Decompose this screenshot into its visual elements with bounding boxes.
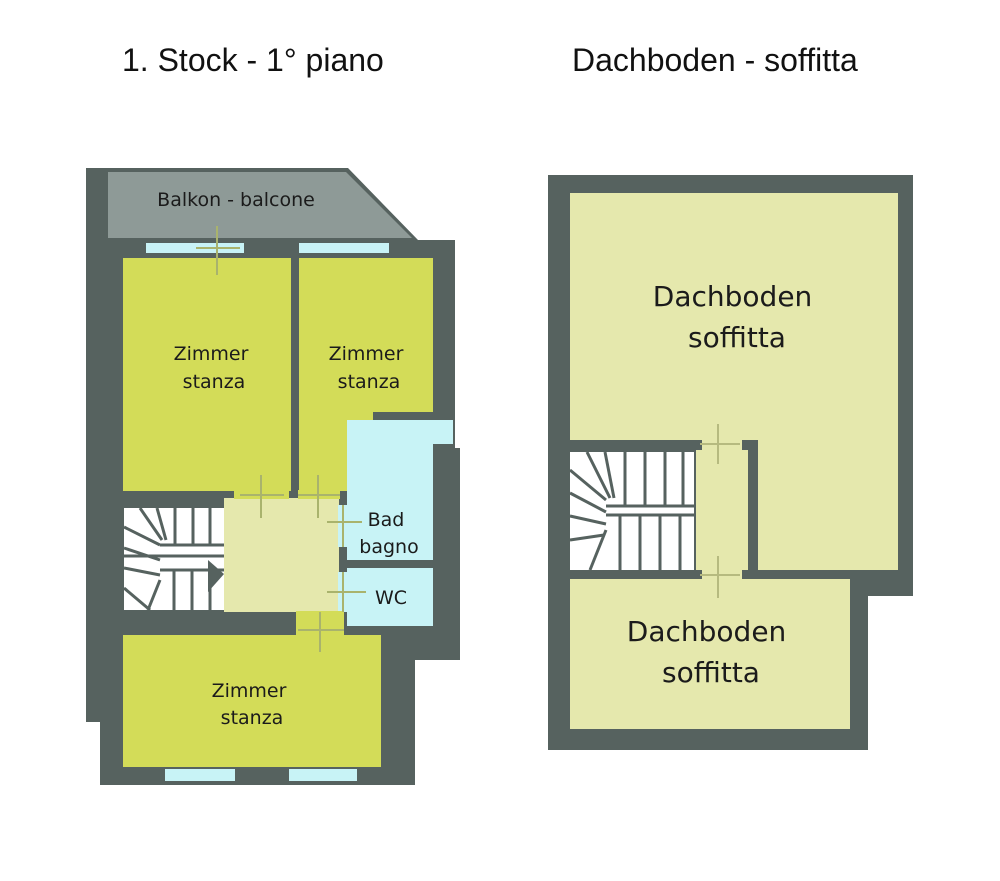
window	[289, 769, 357, 781]
wc-label: WC	[375, 587, 407, 609]
bathroom-label: Bad bagno	[359, 509, 418, 558]
attic-staircase	[569, 451, 694, 571]
room-top-left-label: Zimmer stanza	[174, 343, 255, 393]
staircase	[123, 507, 224, 612]
attic-landing	[696, 450, 748, 570]
room-bottom	[123, 635, 381, 767]
room-top-right-label: Zimmer stanza	[329, 343, 410, 393]
wc	[347, 568, 433, 626]
attic-room-bottom-label: Dachboden soffitta	[627, 615, 795, 689]
hallway	[224, 498, 339, 612]
window	[146, 243, 244, 253]
window	[433, 420, 453, 444]
first-floor-title: 1. Stock - 1° piano	[122, 42, 384, 78]
attic-room-top	[570, 193, 898, 570]
window	[299, 243, 389, 253]
bathroom	[347, 420, 433, 560]
door	[702, 566, 742, 581]
door-marks	[196, 226, 366, 652]
attic-door-marks	[700, 424, 740, 598]
balcony-label: Balkon - balcone	[157, 189, 315, 211]
first-floor-plan: Balkon - balcone	[86, 168, 460, 785]
attic-floor-title: Dachboden - soffitta	[572, 42, 858, 78]
room-top-right	[299, 258, 433, 491]
attic-room-bottom	[570, 579, 850, 729]
room-top-left	[123, 258, 291, 491]
window	[165, 769, 235, 781]
balcony	[108, 172, 412, 238]
attic-plan: Dachboden soffitta Dachboden soffitta	[548, 175, 913, 750]
room-bottom-label: Zimmer stanza	[212, 680, 293, 729]
attic-room-top-label: Dachboden soffitta	[653, 280, 821, 354]
